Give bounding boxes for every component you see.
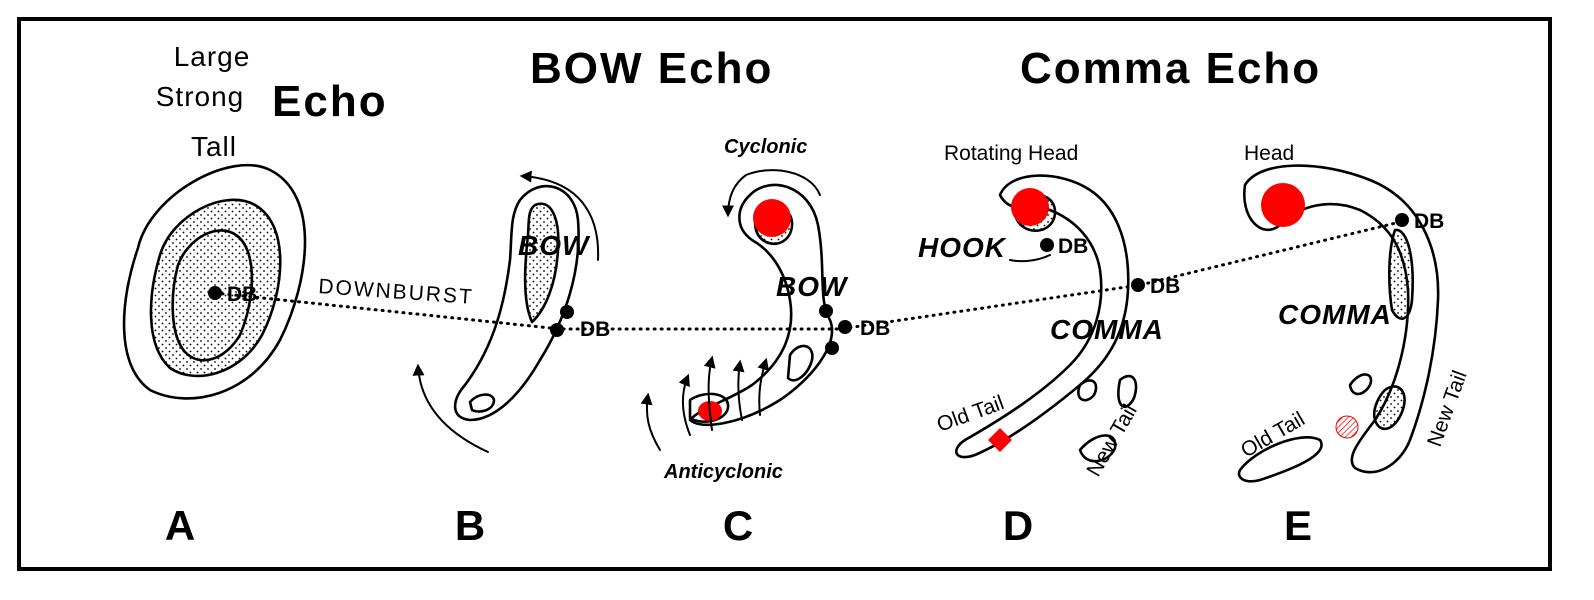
title-echo-a: Echo	[272, 77, 388, 126]
downburst-marker-c1	[819, 304, 833, 318]
echo-a: DB	[122, 163, 307, 400]
downburst-marker-b2	[550, 323, 564, 337]
downburst-marker-a	[208, 286, 222, 300]
downburst-track	[213, 220, 1402, 331]
title-large: Large	[174, 41, 251, 72]
title-bow-echo: BOW Echo	[530, 44, 773, 93]
echo-c: Cyclonic Anticyclonic BOW DB	[640, 136, 890, 483]
downburst-marker-e	[1395, 213, 1409, 227]
downburst-marker-d1	[1040, 238, 1054, 252]
rotating-head-highlight	[1011, 188, 1049, 226]
title-tall: Tall	[191, 131, 237, 162]
bow-label-b: BOW	[518, 230, 591, 261]
comma-label-e: COMMA	[1278, 299, 1392, 330]
stage-label-d: D	[1003, 502, 1033, 549]
rotating-head-label: Rotating Head	[944, 142, 1078, 165]
title-comma-echo: Comma Echo	[1020, 44, 1321, 93]
db-label-a: DB	[227, 283, 257, 306]
comma-label-d: COMMA	[1050, 314, 1164, 345]
cyclonic-label: Cyclonic	[724, 136, 807, 158]
stage-label-e: E	[1284, 502, 1312, 549]
head-label: Head	[1244, 142, 1294, 165]
downburst-marker-c3	[825, 341, 839, 355]
downburst-marker-d2	[1131, 278, 1145, 292]
title-strong: Strong	[156, 81, 245, 112]
db-label-d1: DB	[1058, 235, 1088, 258]
echo-b: BOW DB	[412, 170, 610, 453]
db-label-c: DB	[860, 317, 890, 340]
head-highlight	[1261, 183, 1305, 227]
db-label-b: DB	[580, 318, 610, 341]
db-label-e: DB	[1414, 210, 1444, 233]
stage-label-c: C	[723, 502, 753, 549]
title-large-strong-tall: Large Strong Tall Echo	[156, 41, 388, 162]
bow-label-c: BOW	[776, 271, 849, 302]
cyclonic-vortex-highlight	[753, 199, 791, 237]
downburst-marker-c2	[838, 320, 852, 334]
stage-label-a: A	[165, 502, 195, 549]
old-tail-highlight-d	[988, 428, 1012, 452]
downburst-marker-b1	[560, 305, 574, 319]
hook-label: HOOK	[918, 232, 1007, 263]
anticyclonic-label: Anticyclonic	[663, 461, 783, 483]
stage-label-b: B	[455, 502, 485, 549]
old-tail-highlight-e	[1335, 415, 1359, 439]
db-label-d2: DB	[1150, 275, 1180, 298]
